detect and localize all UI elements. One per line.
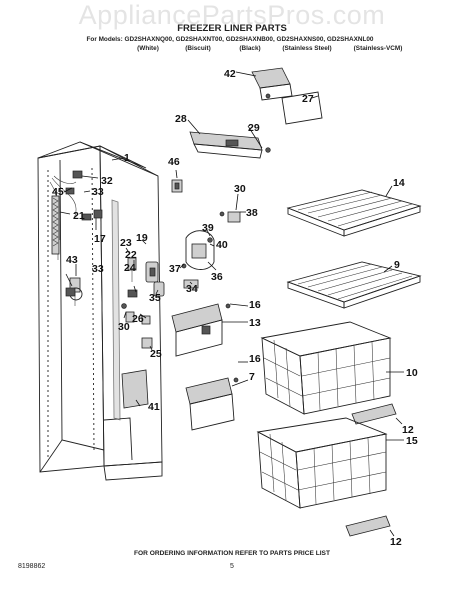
callout-39: 39 [202, 222, 214, 234]
callout-45: 45 [52, 186, 64, 198]
basket-upper [260, 321, 392, 415]
watermark: AppliancePartsPros.com [79, 0, 386, 30]
callout-38: 38 [246, 207, 258, 219]
callout-33: 33 [92, 263, 104, 275]
callout-21: 21 [73, 210, 85, 222]
variant-label: (Stainless-VCM) [354, 45, 403, 52]
page-number: 5 [230, 563, 234, 570]
heater-strip [51, 195, 60, 255]
callout-43: 43 [66, 254, 78, 266]
callout-7: 7 [249, 371, 255, 383]
callout-30: 30 [234, 183, 246, 195]
shelf-upper [286, 189, 422, 237]
callout-12: 12 [390, 536, 402, 548]
clip [219, 211, 241, 223]
page-title: FREEZER LINER PARTS [177, 23, 287, 34]
slide-rail-lower [185, 377, 239, 431]
freezer-liner [37, 141, 163, 481]
variant-label: (Biscuit) [185, 45, 211, 52]
variant-label: (Black) [239, 45, 260, 52]
basket-rail [351, 403, 397, 425]
shelf-lower [286, 261, 422, 309]
callout-9: 9 [394, 259, 400, 271]
callout-19: 19 [136, 232, 148, 244]
bottom-plate [121, 369, 149, 409]
models-line: For Models: GD2SHAXNQ00, GD2SHAXNT00, GD… [87, 36, 374, 43]
callout-46: 46 [168, 156, 180, 168]
callout-12: 12 [402, 424, 414, 436]
callout-22: 22 [125, 249, 137, 261]
callout-33: 33 [92, 186, 104, 198]
variant-label: (White) [137, 45, 159, 52]
callout-30: 30 [118, 321, 130, 333]
document-number: 8198862 [18, 563, 45, 570]
callout-37: 37 [169, 263, 181, 275]
slide-rail-upper [171, 303, 231, 357]
variant-label: (Stainless Steel) [282, 45, 331, 52]
callout-41: 41 [148, 401, 160, 413]
leader-lines [59, 71, 404, 537]
callout-40: 40 [216, 239, 228, 251]
top-bracket [251, 67, 293, 101]
callout-15: 15 [406, 435, 418, 447]
callout-28: 28 [175, 113, 187, 125]
callout-16: 16 [249, 299, 261, 311]
connector [93, 209, 103, 219]
connector [72, 170, 83, 179]
callouts: 1 32 45 33 21 17 43 33 23 19 22 24 35 37… [52, 68, 418, 548]
upper-housing [189, 131, 271, 159]
light-bulb [65, 287, 83, 301]
footer-note: FOR ORDERING INFORMATION REFER TO PARTS … [134, 550, 330, 557]
callout-25: 25 [150, 348, 162, 360]
callout-32: 32 [101, 175, 113, 187]
callout-13: 13 [249, 317, 261, 329]
connector [81, 213, 92, 221]
callout-42: 42 [224, 68, 236, 80]
callout-10: 10 [406, 367, 418, 379]
basket-rail [345, 515, 391, 537]
callout-16: 16 [249, 353, 261, 365]
callout-29: 29 [248, 122, 260, 134]
callout-36: 36 [211, 271, 223, 283]
basket-lower [256, 417, 388, 509]
cover-panel [281, 91, 323, 125]
control-box [181, 230, 215, 289]
callout-35: 35 [149, 292, 161, 304]
callout-14: 14 [393, 177, 405, 189]
bracket [171, 179, 183, 193]
callout-34: 34 [186, 283, 198, 295]
callout-24: 24 [124, 262, 136, 274]
callout-17: 17 [94, 233, 106, 245]
callout-26: 26 [132, 313, 144, 325]
callout-23: 23 [120, 237, 132, 249]
callout-1: 1 [124, 152, 130, 164]
callout-27: 27 [302, 93, 314, 105]
